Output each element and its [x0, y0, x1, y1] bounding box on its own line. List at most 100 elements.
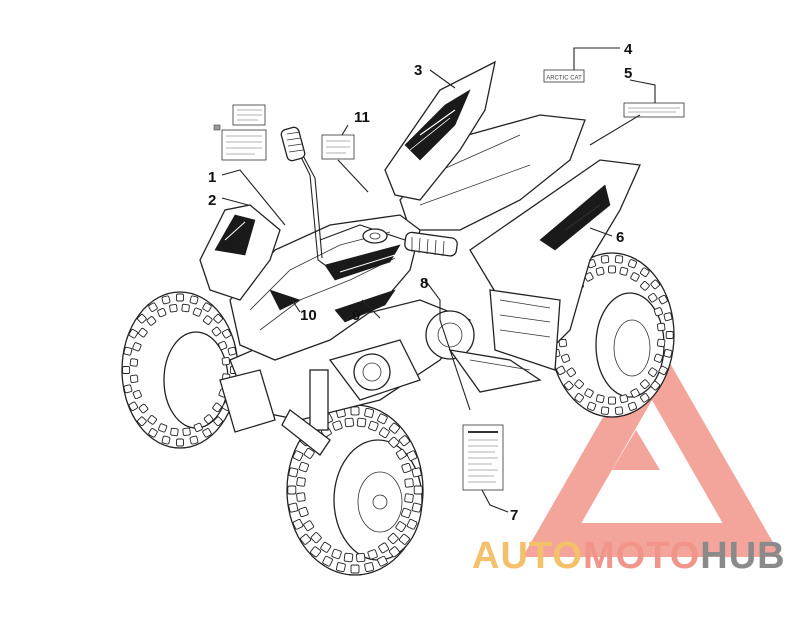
tire-knob [148, 302, 158, 312]
tire-knob [388, 422, 400, 434]
tire-knob [161, 295, 171, 305]
tire-knob [350, 406, 360, 416]
tire-knob [368, 420, 379, 432]
tire-knob [395, 521, 407, 533]
tire-knob [148, 428, 158, 438]
tire-knob [658, 365, 668, 376]
tire-knob [202, 302, 212, 312]
tire-knob [658, 294, 668, 305]
tire-knob [292, 519, 304, 530]
front-left-wheel [121, 291, 239, 449]
watermark-logo [522, 331, 782, 557]
tire-knob [128, 329, 138, 339]
tire-knob [158, 423, 168, 433]
tire-knob [406, 450, 418, 461]
callout-1: 1 [208, 169, 216, 186]
tire-knob [404, 493, 414, 503]
tire-knob [344, 417, 354, 428]
tire-knob [181, 303, 190, 313]
svg-text:AUTOMOTOHUB: AUTOMOTOHUB [472, 535, 786, 577]
tire-knob [169, 303, 178, 313]
tire-knob [595, 266, 605, 276]
tire-knob [303, 447, 315, 459]
tire-knob [138, 327, 148, 338]
tire-knob [608, 265, 616, 274]
tire-knob [663, 312, 673, 322]
tire-knob [132, 342, 142, 352]
tire-knob [608, 396, 616, 405]
tire-knob [298, 461, 309, 473]
tire-knob [123, 384, 133, 394]
decal-7-warning-label [462, 424, 504, 491]
tire-knob [648, 367, 658, 377]
tire-knob [147, 415, 157, 425]
tire-knob [128, 401, 138, 411]
tire-knob [377, 413, 388, 425]
tire-knob [630, 272, 640, 282]
callout-10: 10 [300, 307, 317, 324]
tire-knob [123, 346, 133, 356]
tire-knob [170, 427, 179, 437]
tire-knob [378, 542, 389, 554]
tire-knob [627, 259, 637, 269]
tire-knob [364, 562, 375, 573]
tire-knob [600, 406, 610, 415]
tire-knob [292, 450, 304, 461]
tire-knob [202, 428, 212, 438]
tire-knob [378, 427, 390, 439]
tire-knob [288, 467, 299, 478]
tire-knob [640, 379, 650, 389]
handlebar [280, 126, 458, 266]
decal-4-brand: ARCTIC CAT [543, 69, 585, 83]
tire-knob [387, 533, 399, 544]
tire-knob [189, 295, 199, 305]
tire-knob [138, 403, 149, 414]
tire-knob [665, 331, 674, 339]
callout-4: 4 [624, 41, 633, 58]
tire-knob [640, 281, 650, 291]
tire-knob [310, 546, 322, 558]
tire-knob [331, 548, 342, 560]
tire-knob [146, 316, 157, 326]
tire-knob [663, 348, 673, 358]
tire-knob [303, 520, 315, 532]
callout-6: 6 [616, 229, 624, 246]
rear-fender [469, 159, 641, 371]
tire-knob [364, 407, 375, 418]
tire-knob [630, 388, 640, 398]
tire-knob [401, 462, 412, 474]
tire-knob [335, 562, 346, 573]
callout-5: 5 [624, 65, 632, 82]
tire-knob [157, 308, 167, 318]
tire-knob [182, 427, 191, 437]
tire-knob [296, 492, 306, 502]
leader-lines [221, 47, 656, 513]
tire-knob [395, 448, 407, 460]
tire-knob [411, 467, 422, 478]
callout-9: 9 [352, 307, 360, 324]
tire-knob [356, 552, 366, 563]
tire-knob [398, 435, 410, 447]
tire-knob [388, 546, 400, 558]
tire-knob [193, 422, 203, 432]
tire-knob [657, 338, 666, 348]
tire-knob [300, 533, 312, 545]
tire-knob [564, 380, 574, 391]
tire-knob [132, 389, 142, 400]
tire-knob [595, 394, 605, 404]
tire-knob [619, 266, 629, 276]
tire-knob [657, 322, 666, 332]
watermark-moto: MOTO [583, 535, 700, 577]
callout-7: 7 [510, 507, 518, 524]
decal-5-warning [623, 102, 685, 118]
tire-knob [406, 519, 418, 530]
tire-knob [584, 272, 594, 282]
tire-knob [310, 532, 322, 544]
tire-knob [212, 402, 222, 413]
callout-numbers: 1 2 3 4 5 6 7 8 9 10 11 [208, 41, 633, 524]
tire-knob [129, 358, 139, 367]
front-hood [229, 214, 421, 361]
tire-knob [413, 485, 423, 495]
tire-knob [648, 292, 658, 303]
